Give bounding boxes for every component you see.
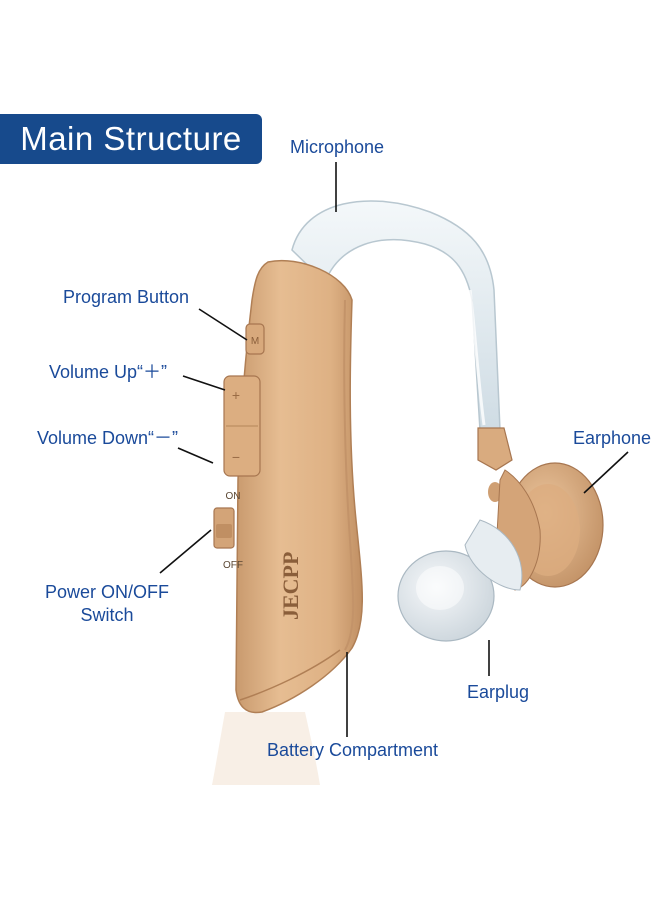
ear-hook-tube — [291, 200, 501, 431]
label-power-line1: Power ON/OFF — [44, 582, 169, 602]
volume-down-leader — [177, 447, 214, 464]
switch-on-label: ON — [226, 491, 241, 502]
label-earphone: Earphone — [573, 428, 652, 448]
label-power-line2: Switch — [80, 605, 134, 625]
title-banner: Main Structure — [0, 114, 262, 164]
earphone-leader — [583, 451, 629, 494]
volume-up-leader — [182, 375, 226, 391]
page-title: Main Structure — [20, 120, 242, 157]
label-earplug: Earplug — [467, 682, 530, 702]
volume-minus-glyph: − — [232, 449, 240, 465]
label-program-button: Program Button — [63, 287, 190, 307]
switch-off-label: OFF — [223, 560, 243, 571]
power-switch-leader — [159, 529, 212, 574]
program-button-leader — [198, 308, 248, 341]
label-battery: Battery Compartment — [267, 740, 439, 760]
label-volume-up: Volume Up“＋” — [49, 362, 168, 382]
volume-plus-glyph: + — [232, 387, 240, 403]
label-power-switch: Power ON/OFF Switch — [44, 581, 170, 627]
device-logo: JECPP — [278, 552, 303, 620]
device-body — [235, 259, 363, 714]
label-microphone: Microphone — [290, 137, 385, 157]
device-reflection — [212, 712, 320, 785]
label-volume-down: Volume Down“－” — [37, 428, 179, 448]
program-button-glyph: M — [251, 336, 259, 347]
earphone-connector — [477, 427, 513, 471]
